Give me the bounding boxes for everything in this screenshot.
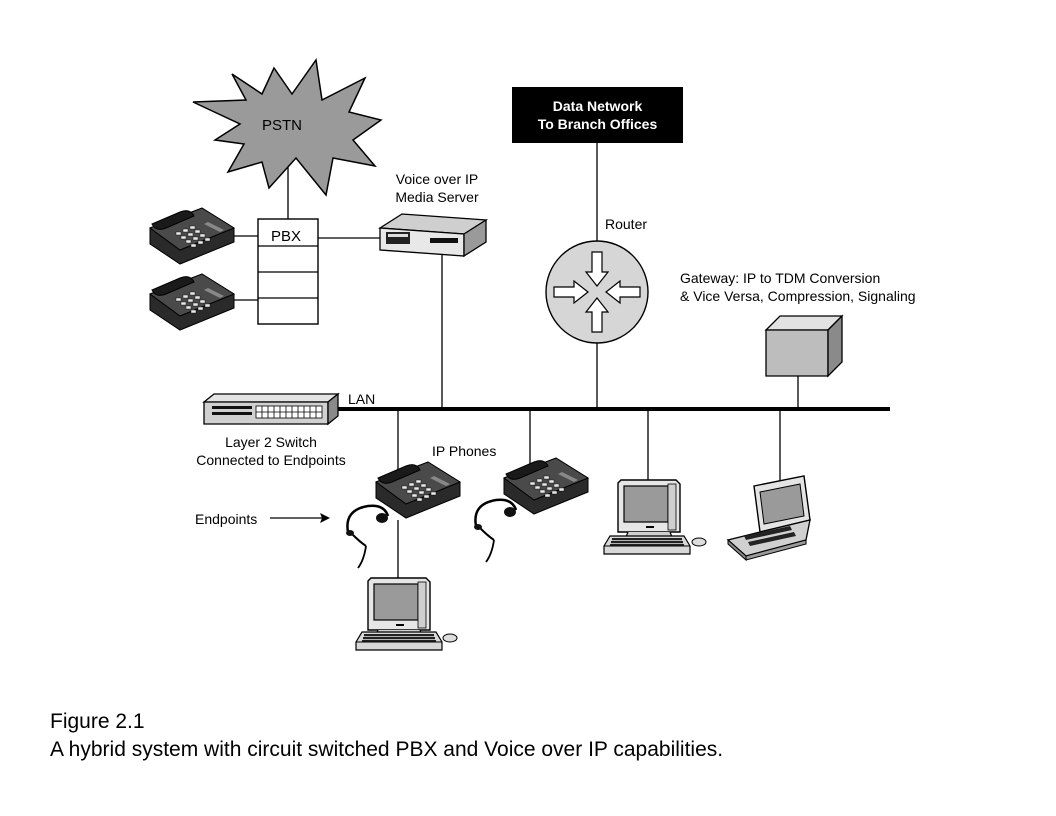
desktop-monitor-icon	[367, 577, 431, 641]
switch-label-line2: Connected to Endpoints	[196, 452, 346, 468]
data-network-sublabel: To Branch Offices	[537, 116, 658, 132]
pbx-stack	[257, 218, 319, 325]
media-server-label: Voice over IP Media Server	[382, 170, 492, 206]
switch-label: Layer 2 Switch Connected to Endpoints	[186, 433, 356, 469]
laptop-icon	[726, 475, 811, 562]
mouse-icon	[691, 537, 707, 547]
layer2-switch-icon	[202, 392, 340, 426]
mouse-icon	[442, 633, 458, 643]
media-server-icon	[377, 213, 489, 258]
endpoints-label: Endpoints	[195, 511, 258, 527]
headset-icon	[344, 504, 390, 570]
headset-icon	[472, 498, 518, 564]
pstn-label: PSTN	[262, 117, 303, 134]
gateway-label: Gateway: IP to TDM Conversion & Vice Ver…	[680, 269, 916, 305]
router-label: Router	[605, 216, 648, 232]
figure-number: Figure 2.1	[50, 710, 145, 733]
endpoints-arrow-icon	[270, 513, 330, 523]
ip-phone-icon	[503, 457, 589, 515]
data-network-label: Data Network	[552, 98, 643, 114]
pbx-label: PBX	[271, 228, 302, 245]
desktop-monitor-icon	[617, 479, 681, 543]
figure-caption: A hybrid system with circuit switched PB…	[50, 738, 724, 761]
media-server-label-line1: Voice over IP	[395, 171, 479, 187]
pbx-phone-icon	[149, 273, 235, 331]
keyboard-icon	[355, 631, 443, 651]
data-network-box: Data Network To Branch Offices	[512, 87, 683, 143]
gateway-label-line2: & Vice Versa, Compression, Signaling	[680, 288, 916, 304]
ip-phones-label: IP Phones	[432, 443, 497, 459]
gateway-icon	[764, 314, 844, 378]
ip-phone-icon	[375, 461, 461, 519]
pbx-phone-icon	[149, 207, 235, 265]
router-icon	[545, 240, 649, 344]
keyboard-icon	[603, 535, 691, 555]
gateway-label-line1: Gateway: IP to TDM Conversion	[680, 270, 881, 286]
lan-label: LAN	[348, 391, 376, 407]
pstn-cloud	[192, 58, 383, 197]
switch-label-line1: Layer 2 Switch	[225, 434, 317, 450]
media-server-label-line2: Media Server	[395, 189, 479, 205]
